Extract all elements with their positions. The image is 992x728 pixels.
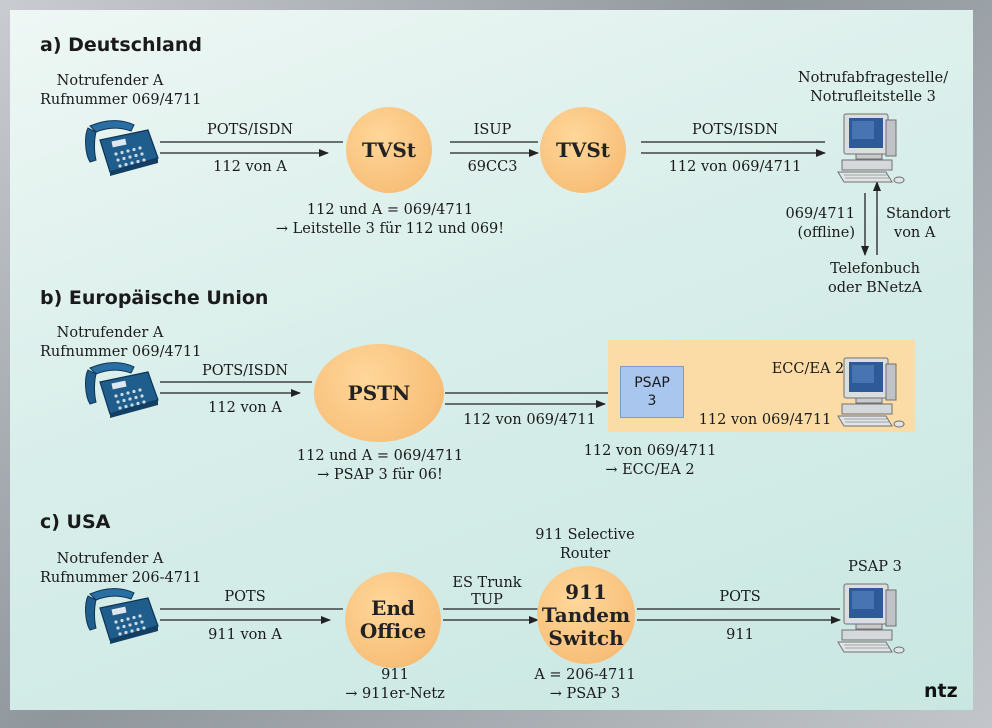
de-node-tvst-2: TVSt (540, 107, 626, 193)
us-link3-bottom: 911 (726, 627, 754, 643)
eu-psap-line1: PSAP (634, 375, 670, 391)
eu-link2-bottom: 112 von 069/4711 (463, 412, 596, 428)
us-note2-line1: A = 206-4711 (534, 667, 636, 683)
eu-psap-box: PSAP 3 (620, 366, 684, 418)
de-dest-line2: Notrufleitstelle 3 (810, 89, 936, 105)
de-link3-top: POTS/ISDN (691, 122, 779, 138)
eu-note2-line1: 112 von 069/4711 (583, 443, 717, 459)
de-book-line2: oder BNetzA (828, 280, 922, 296)
de-link3-bottom: 112 von 069/4711 (668, 159, 802, 175)
eu-link1-bottom: 112 von A (208, 400, 282, 416)
us-note1-line1: 911 (381, 667, 409, 683)
eu-node-pstn: PSTN (314, 344, 444, 442)
us-router-line1: 911 Selective (535, 527, 635, 543)
de-lookup-left2: (offline) (797, 225, 855, 241)
eu-psap-line2: 3 (647, 393, 657, 409)
us-link1-top: POTS (224, 589, 266, 605)
eu-phone-icon (85, 362, 159, 418)
us-heading: c) USA (40, 511, 111, 533)
us-node2-line3: Switch (548, 625, 624, 650)
de-note-line2: → Leitstelle 3 für 112 und 069! (275, 221, 505, 237)
eu-computer-icon (837, 357, 905, 428)
de-book-line1: Telefonbuch (830, 261, 920, 277)
us-caller-number: Rufnummer 206-4711 (40, 570, 202, 586)
us-computer-icon (837, 583, 905, 654)
de-link1-bottom: 112 von A (213, 159, 287, 175)
eu-note1-line1: 112 und A = 069/4711 (296, 448, 464, 464)
de-link2-top: ISUP (473, 122, 512, 138)
de-link1-top: POTS/ISDN (206, 122, 294, 138)
us-dest: PSAP 3 (848, 559, 902, 575)
us-note1-line2: → 911er-Netz (345, 686, 445, 702)
eu-dest: ECC/EA 2 (771, 361, 845, 377)
de-dest-line1: Notrufabfragestelle/ (797, 70, 949, 86)
us-note2-line2: → PSAP 3 (549, 686, 621, 702)
us-node1-line2: Office (359, 619, 427, 643)
de-phone-icon (85, 120, 159, 176)
eu-note2-line2: → ECC/EA 2 (605, 462, 695, 478)
eu-link1-top: POTS/ISDN (201, 363, 289, 379)
eu-heading: b) Europäische Union (40, 287, 269, 309)
eu-caller-number: Rufnummer 069/4711 (40, 344, 202, 360)
de-lookup-left1: 069/4711 (785, 206, 855, 222)
de-lookup-right1: Standort (886, 206, 951, 222)
us-node2-line1: 911 (565, 579, 607, 604)
us-node2-line2: Tandem (541, 602, 631, 627)
de-caller-name: Notrufender A (56, 73, 164, 89)
us-link1-bottom: 911 von A (208, 627, 282, 643)
us-link3-top: POTS (719, 589, 761, 605)
de-lookup-right2: von A (894, 225, 936, 241)
us-link2-top1: ES Trunk (452, 575, 522, 591)
us-phone-icon (85, 588, 159, 644)
eu-caller-name: Notrufender A (56, 325, 164, 341)
eu-note1-line2: → PSAP 3 für 06! (317, 467, 443, 483)
de-caller-number: Rufnummer 069/4711 (40, 92, 202, 108)
us-node1-line1: End (371, 596, 415, 620)
de-computer-icon (837, 113, 905, 184)
de-note-line1-text: 112 und A = 069/4711 (306, 202, 474, 218)
us-router-line2: Router (559, 546, 611, 562)
ntz-logo: ntz (924, 680, 958, 702)
eu-link3-bottom: 112 von 069/4711 (698, 412, 832, 428)
us-caller-name: Notrufender A (56, 551, 164, 567)
de-link2-bottom: 69CC3 (467, 159, 518, 175)
diagram-panel: a) Deutschland Notrufender A Rufnummer 0… (10, 10, 973, 710)
us-link2-top2: TUP (471, 592, 503, 608)
de-heading: a) Deutschland (40, 34, 202, 56)
de-node-tvst-1: TVSt (346, 107, 432, 193)
